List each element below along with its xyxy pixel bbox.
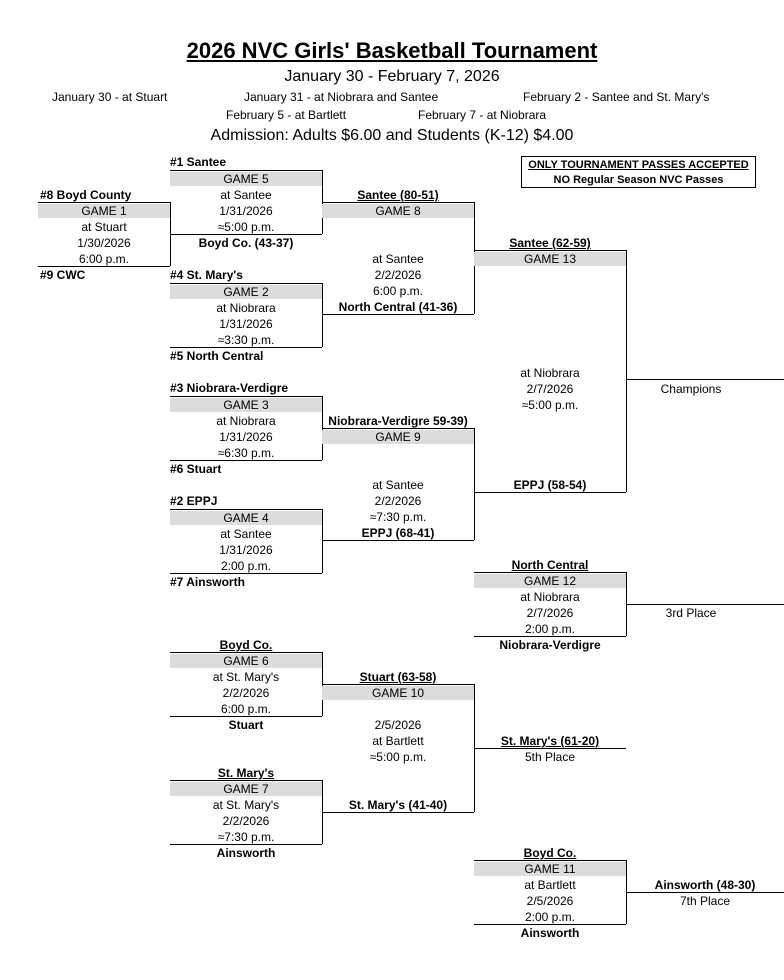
game2-site: at Niobrara	[216, 301, 276, 315]
pass-notice-line2: NO Regular Season NVC Passes	[553, 174, 724, 186]
game10-date: 2/5/2026	[374, 718, 422, 732]
page-title: 2026 NVC Girls' Basketball Tournament	[186, 38, 598, 63]
game11-team-top: Boyd Co.	[523, 846, 577, 860]
game5-team-bottom: Boyd Co. (43-37)	[198, 236, 294, 250]
game7-label: GAME 7	[170, 782, 322, 796]
game2-team-bottom: #5 North Central	[170, 349, 264, 363]
game5-site: at Santee	[220, 188, 272, 202]
game7-date: 2/2/2026	[222, 814, 270, 828]
game7-team-bottom: Ainsworth	[216, 846, 276, 860]
game11-winner: Ainsworth (48-30)	[654, 878, 756, 892]
game13-team-top: Santee (62-59)	[509, 236, 591, 250]
game10-team-bottom: St. Mary's (41-40)	[348, 798, 448, 812]
game1-label: GAME 1	[38, 204, 170, 218]
game1-team-bottom: #9 CWC	[40, 268, 86, 282]
game5-time: ≈5:00 p.m.	[217, 220, 275, 234]
game3-time: ≈6:30 p.m.	[217, 446, 275, 460]
game11-time: 2:00 p.m.	[524, 910, 576, 924]
game4-team-top: #2 EPPJ	[170, 494, 218, 508]
game10-label: GAME 10	[322, 686, 474, 700]
game2-team-top: #4 St. Mary's	[170, 268, 243, 282]
game6-date: 2/2/2026	[222, 686, 270, 700]
champions-label: Champions	[660, 382, 722, 396]
game1-team-top: #8 Boyd County	[40, 188, 132, 202]
game6-time: 6:00 p.m.	[220, 702, 272, 716]
game2-label: GAME 2	[170, 285, 322, 299]
game2-date: 1/31/2026	[219, 317, 273, 331]
game5-label: GAME 5	[170, 172, 322, 186]
game6-label: GAME 6	[170, 654, 322, 668]
game4-label: GAME 4	[170, 511, 322, 525]
game4-date: 1/31/2026	[219, 543, 273, 557]
game4-team-bottom: #7 Ainsworth	[170, 575, 245, 589]
game10-winner: St. Mary's (61-20)	[500, 734, 600, 748]
game12-date: 2/7/2026	[526, 606, 574, 620]
game12-site: at Niobrara	[520, 590, 580, 604]
game4-site: at Santee	[220, 527, 272, 541]
game7-time: ≈7:30 p.m.	[217, 830, 275, 844]
game10-team-top: Stuart (63-58)	[359, 670, 437, 684]
game7-site: at St. Mary's	[212, 798, 280, 812]
game11-team-bottom: Ainsworth	[520, 926, 580, 940]
pass-notice: ONLY TOURNAMENT PASSES ACCEPTED NO Regul…	[521, 156, 756, 188]
game13-date: 2/7/2026	[526, 382, 574, 396]
game12-label: GAME 12	[474, 574, 626, 588]
game12-team-top: North Central	[511, 558, 589, 572]
game3-team-top: #3 Niobrara-Verdigre	[170, 381, 289, 395]
game3-date: 1/31/2026	[219, 430, 273, 444]
game11-date: 2/5/2026	[526, 894, 574, 908]
game13-team-bottom: EPPJ (58-54)	[513, 478, 587, 492]
game4-time: 2:00 p.m.	[220, 559, 272, 573]
schedule-day4: February 5 - at Bartlett	[226, 108, 347, 122]
game9-site: at Santee	[372, 478, 424, 492]
game9-team-top: Niobrara-Verdigre 59-39)	[328, 414, 468, 428]
game13-label: GAME 13	[474, 252, 626, 266]
game8-team-bottom: North Central (41-36)	[338, 300, 458, 314]
game7-team-top: St. Mary's	[217, 766, 275, 780]
game8-label: GAME 8	[322, 204, 474, 218]
game9-date: 2/2/2026	[374, 494, 422, 508]
game2-time: ≈3:30 p.m.	[217, 333, 275, 347]
game1-site: at Stuart	[81, 220, 127, 234]
game12-time: 2:00 p.m.	[524, 622, 576, 636]
date-range: January 30 - February 7, 2026	[284, 68, 500, 85]
fifth-place-label: 5th Place	[524, 750, 576, 764]
third-place-label: 3rd Place	[665, 606, 717, 620]
game9-label: GAME 9	[322, 430, 474, 444]
schedule-day2: January 31 - at Niobrara and Santee	[244, 90, 439, 104]
game6-team-bottom: Stuart	[228, 718, 264, 732]
game6-team-top: Boyd Co.	[219, 638, 273, 652]
game1-time: 6:00 p.m.	[78, 252, 130, 266]
schedule-day1: January 30 - at Stuart	[52, 90, 168, 104]
pass-notice-line1: ONLY TOURNAMENT PASSES ACCEPTED	[528, 159, 749, 171]
game13-time: ≈5:00 p.m.	[521, 398, 579, 412]
schedule-day5: February 7 - at Niobrara	[418, 108, 547, 122]
game10-site: at Bartlett	[372, 734, 424, 748]
game8-team-top: Santee (80-51)	[357, 188, 439, 202]
game9-time: ≈7:30 p.m.	[369, 510, 427, 524]
game8-site: at Santee	[372, 252, 424, 266]
game11-label: GAME 11	[474, 862, 626, 876]
game12-team-bottom: Niobrara-Verdigre	[499, 638, 601, 652]
game5-date: 1/31/2026	[219, 204, 273, 218]
game3-label: GAME 3	[170, 398, 322, 412]
game5-team-top: #1 Santee	[170, 155, 227, 169]
game11-site: at Bartlett	[524, 878, 576, 892]
game9-team-bottom: EPPJ (68-41)	[361, 526, 435, 540]
game8-time: 6:00 p.m.	[372, 284, 424, 298]
seventh-place-label: 7th Place	[679, 894, 731, 908]
game3-team-bottom: #6 Stuart	[170, 462, 222, 476]
game13-site: at Niobrara	[520, 366, 580, 380]
game8-date: 2/2/2026	[374, 268, 422, 282]
admission-prices: Admission: Adults $6.00 and Students (K-…	[210, 127, 574, 144]
game10-time: ≈5:00 p.m.	[369, 750, 427, 764]
game6-site: at St. Mary's	[212, 670, 280, 684]
game3-site: at Niobrara	[216, 414, 276, 428]
schedule-day3: February 2 - Santee and St. Mary's	[523, 90, 710, 104]
game1-date: 1/30/2026	[77, 236, 131, 250]
